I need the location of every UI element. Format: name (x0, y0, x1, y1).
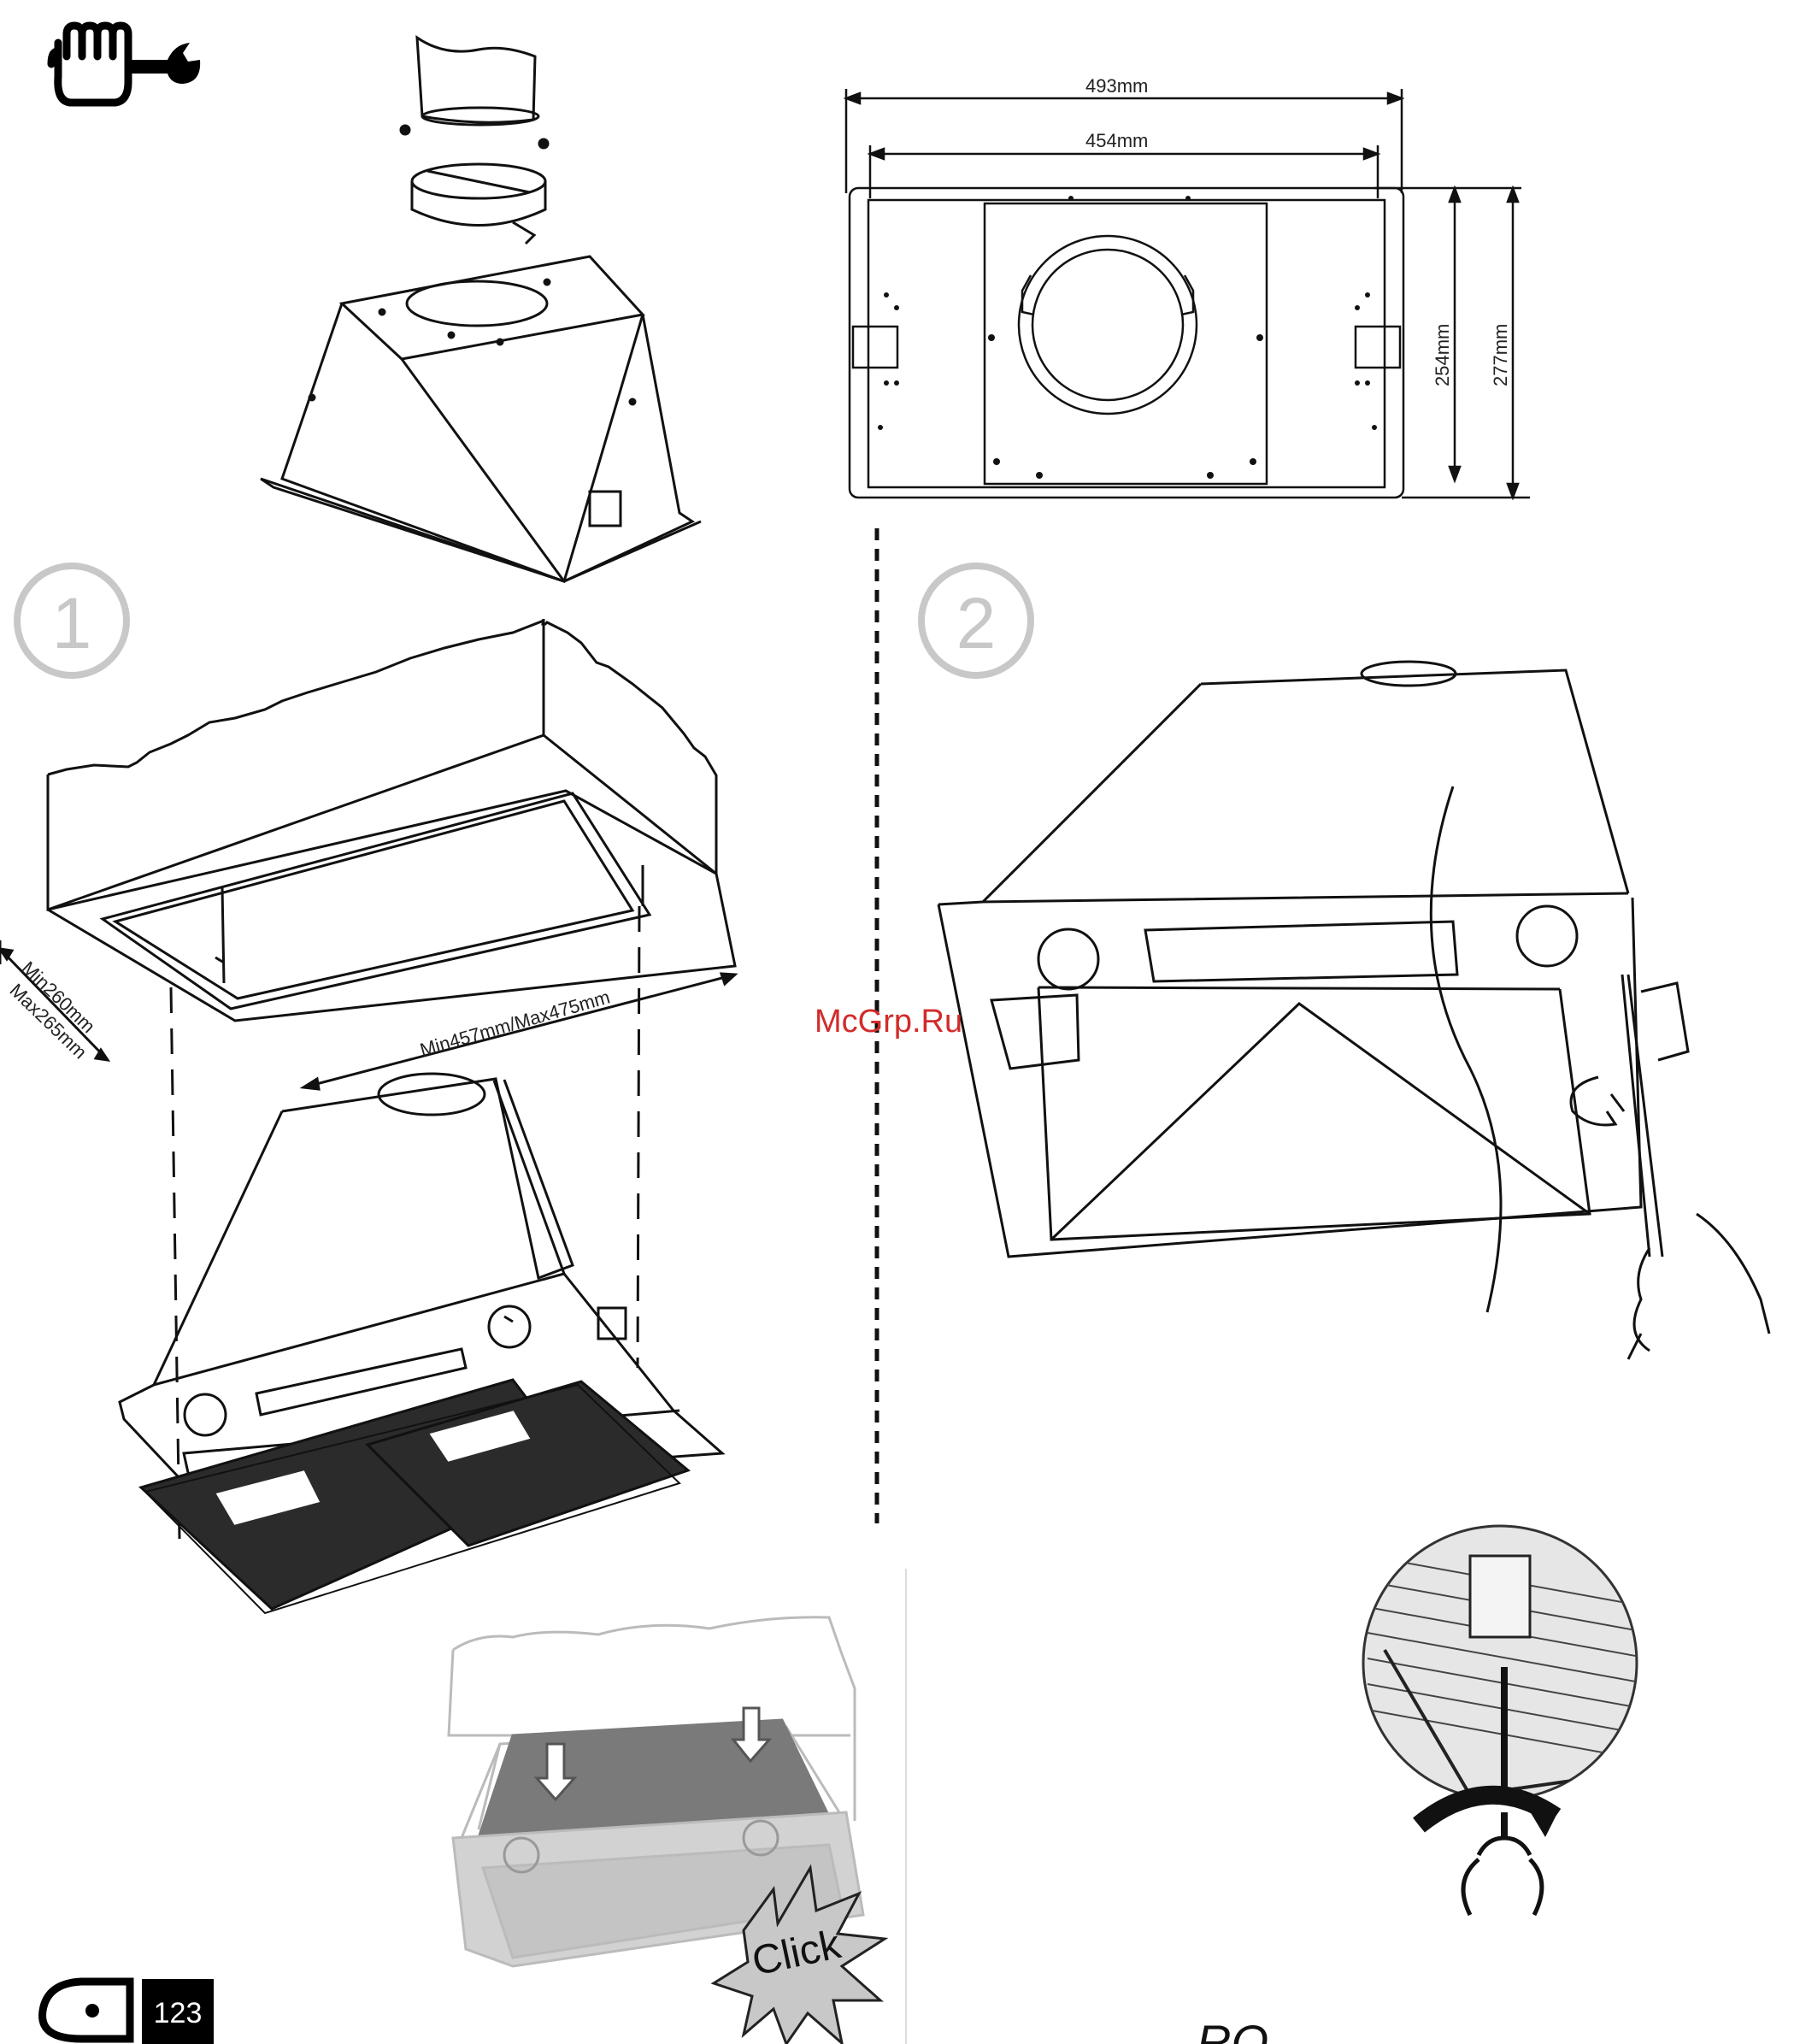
dimension-drawing (846, 89, 1530, 498)
hood-with-filters-illustration (120, 1074, 722, 1613)
hood-body-illustration (261, 256, 701, 581)
step-one-badge: 1 (17, 566, 126, 675)
svg-text:2: 2 (956, 583, 997, 663)
installation-tool-icon (51, 26, 200, 103)
dim-width-inner: 454mm (1085, 130, 1148, 151)
dim-depth-inner: 254mm (1432, 324, 1453, 386)
dim-depth-outer: 277mm (1490, 324, 1511, 386)
page-number-fragment: RO (1197, 2015, 1268, 2044)
duct-pipe-illustration (401, 38, 548, 244)
watermark: McGrp.Ru (815, 1004, 962, 1040)
screw-detail-zoom-illustration (1363, 1526, 1650, 1915)
filter-timer-display: 123 (154, 1997, 203, 2029)
step-two-badge: 2 (921, 566, 1031, 675)
svg-text:1: 1 (52, 583, 92, 663)
dim-width-outer: 493mm (1085, 75, 1148, 97)
hood-screw-installation-illustration (938, 662, 1769, 1359)
cabinet-cutout-illustration (0, 619, 735, 1539)
